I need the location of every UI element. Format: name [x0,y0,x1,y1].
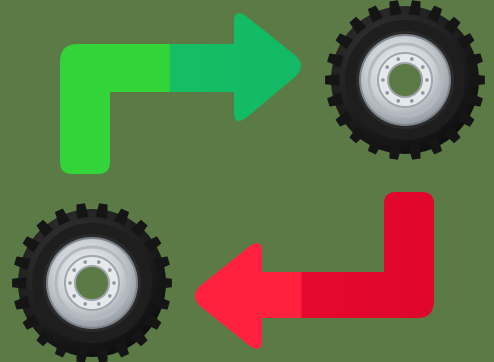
illustration-canvas [0,0,494,362]
tire-rotation-illustration [0,0,494,362]
